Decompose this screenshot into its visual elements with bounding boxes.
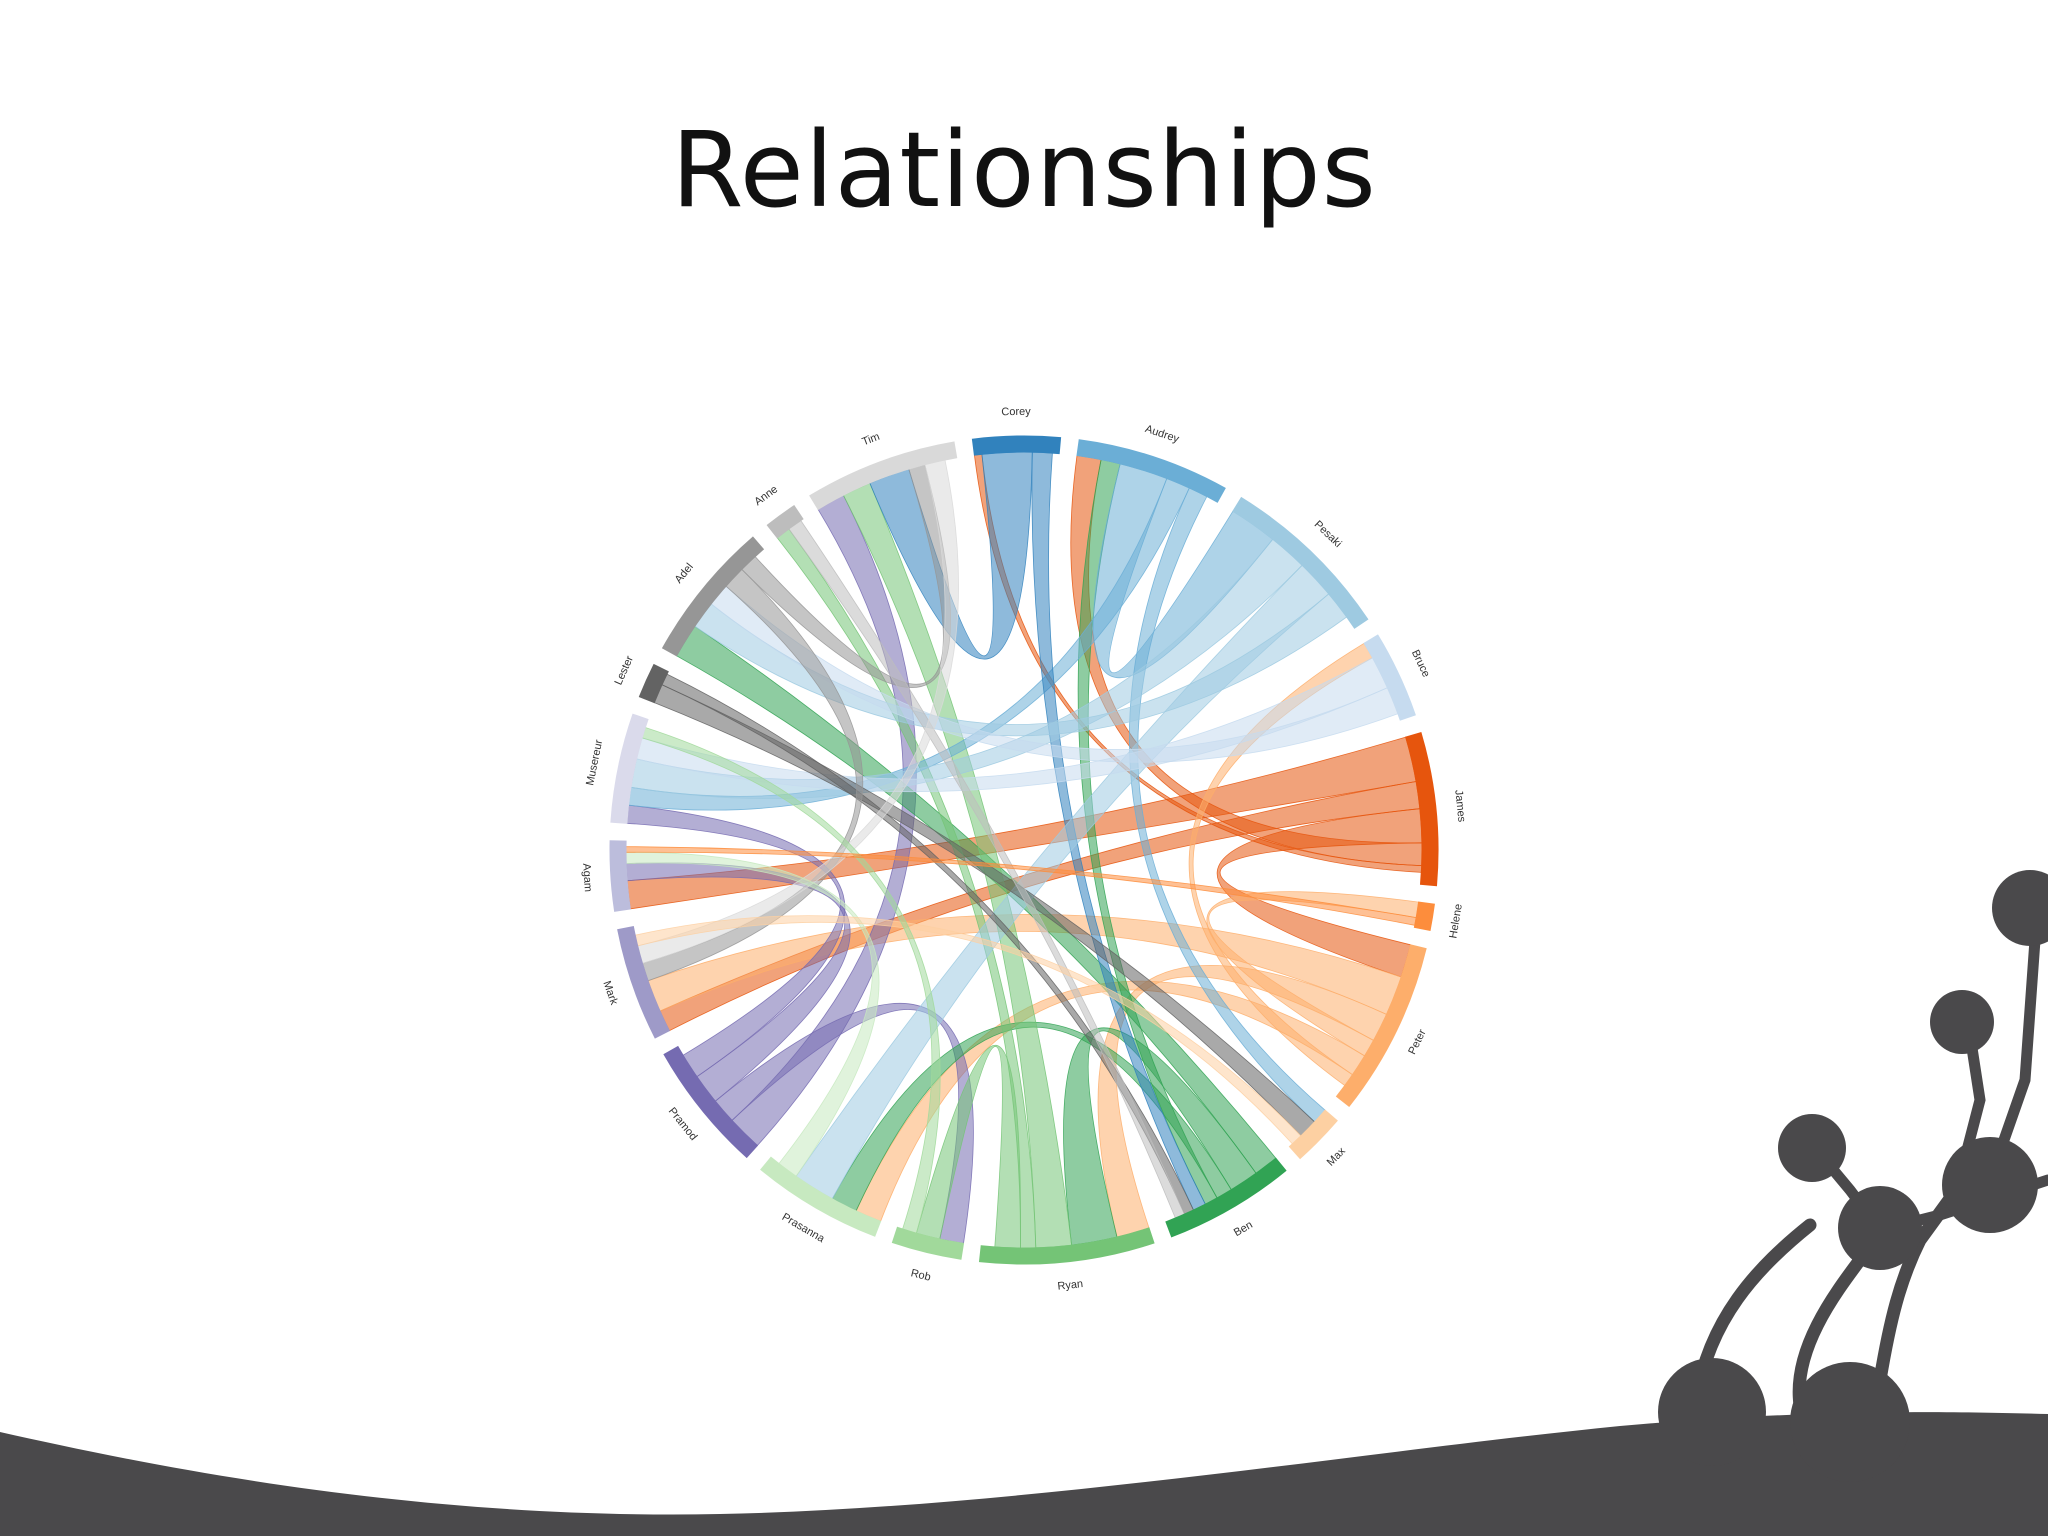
label-agam: Agam <box>580 863 594 892</box>
arc-pramod <box>663 1045 759 1159</box>
arc-bruce <box>1363 634 1416 721</box>
arc-ben <box>1165 1157 1287 1238</box>
arc-mark <box>617 926 671 1039</box>
arc-ryan <box>978 1227 1155 1265</box>
arc-prasanna <box>760 1156 882 1237</box>
label-ryan: Ryan <box>1057 1278 1084 1293</box>
arc-anne <box>766 505 804 539</box>
label-james: James <box>1452 789 1467 823</box>
arc-adel <box>661 536 765 657</box>
label-tim: Tim <box>860 431 881 448</box>
arc-james <box>1405 731 1439 887</box>
arc-lester <box>638 663 669 704</box>
slide-title: Relationships <box>671 109 1377 231</box>
label-rob: Rob <box>910 1267 932 1283</box>
arc-rob <box>891 1226 965 1260</box>
arc-max <box>1288 1109 1338 1160</box>
footer-wave <box>0 1412 2048 1536</box>
arc-pesaki <box>1232 496 1369 629</box>
arc-audrey <box>1076 439 1226 503</box>
group-arcs <box>609 435 1439 1265</box>
label-helene: Helene <box>1447 903 1465 939</box>
arc-corey <box>971 435 1062 456</box>
label-corey: Corey <box>1001 406 1031 419</box>
arc-agam <box>609 840 631 912</box>
chord-ribbons <box>625 451 1423 1249</box>
arc-helene <box>1413 901 1435 931</box>
molecule-nodes <box>1658 870 2048 1482</box>
arc-peter <box>1335 944 1427 1108</box>
arc-tim <box>809 441 958 511</box>
arc-musereur <box>610 713 649 824</box>
